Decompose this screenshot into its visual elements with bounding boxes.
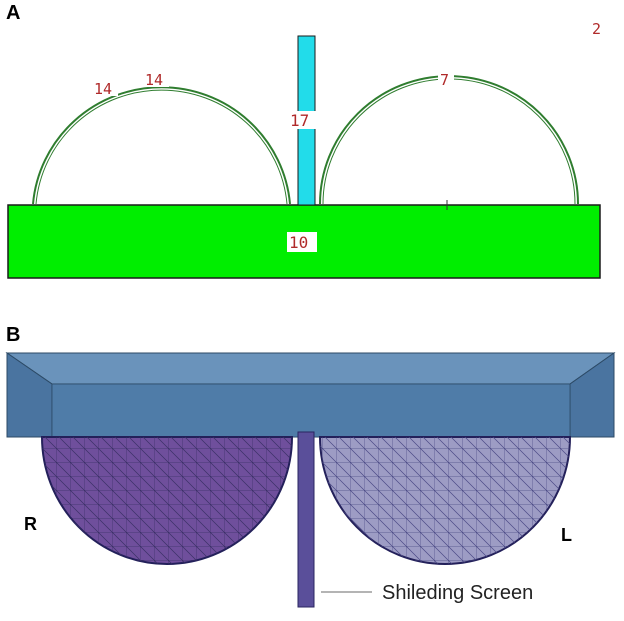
label-right-arc: 7 — [440, 71, 449, 89]
hemisphere-l — [318, 436, 572, 565]
label-bg — [438, 71, 454, 87]
screen-label: Shileding Screen — [382, 582, 533, 604]
label-bg — [143, 71, 169, 87]
label-base: 10 — [289, 233, 308, 252]
label-corner: 2 — [592, 20, 601, 38]
panel-b: Shileding Screen R L — [5, 352, 616, 608]
housing-box — [5, 352, 616, 438]
label-bg — [288, 111, 318, 129]
panel-a-letter: A — [6, 2, 21, 24]
label-left-arc-2: 14 — [145, 71, 163, 89]
panel-b-letter: B — [6, 324, 21, 346]
label-bg — [287, 232, 317, 252]
shielding-screen — [297, 431, 315, 608]
label-screen: 17 — [290, 111, 309, 130]
side-label-l: L — [561, 525, 572, 545]
left-dome-arc — [32, 86, 291, 205]
hemisphere-r — [40, 436, 294, 565]
panel-a: 2 14 14 7 17 10 — [7, 20, 601, 279]
right-dome-arc — [319, 75, 579, 205]
label-left-arc-1: 14 — [94, 80, 112, 98]
side-label-r: R — [24, 514, 37, 534]
label-bg — [92, 80, 118, 96]
